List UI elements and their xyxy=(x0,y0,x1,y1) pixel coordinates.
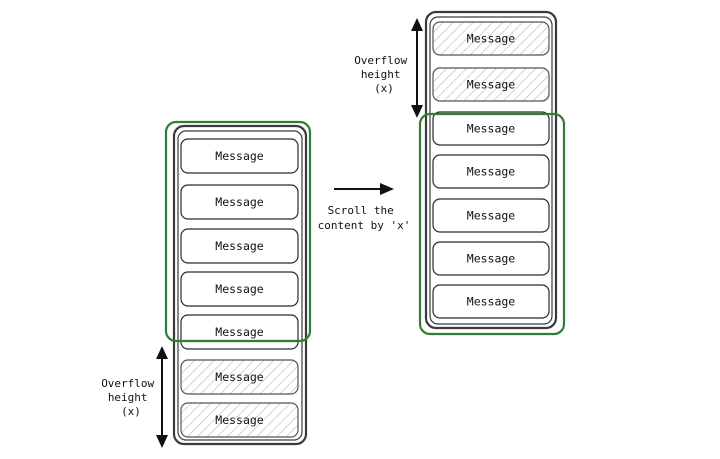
scroll-arrow-head xyxy=(380,183,394,195)
message-label: Message xyxy=(467,78,516,92)
right-content-outline xyxy=(424,10,558,330)
left-overflow-label: Overflow height (x) xyxy=(101,377,161,418)
right-content-inner xyxy=(429,16,553,325)
message-box xyxy=(432,111,550,146)
right-message-list: MessageMessageMessageMessageMessageMessa… xyxy=(432,21,550,319)
message-card: Message xyxy=(432,111,550,146)
message-card: Message xyxy=(432,154,550,189)
message-label: Message xyxy=(467,252,516,266)
right-overflow-label: Overflow height (x) xyxy=(354,54,414,95)
message-label: Message xyxy=(215,325,264,339)
message-label: Message xyxy=(467,122,516,136)
left-viewport-frame xyxy=(164,120,312,343)
message-label: Message xyxy=(467,209,516,223)
right-viewport-frame xyxy=(418,112,566,336)
message-label: Message xyxy=(215,195,264,209)
message-label: Message xyxy=(467,295,516,309)
overflow-label-line-2: height xyxy=(361,68,401,81)
left-content-outline xyxy=(172,124,308,446)
message-card: Message xyxy=(180,184,299,220)
overflow-label-line-2: height xyxy=(108,391,148,404)
message-box xyxy=(180,271,299,307)
left-overflow-arrow xyxy=(156,346,168,448)
message-box xyxy=(432,241,550,276)
overflow-label-line-1: Overflow xyxy=(354,54,407,67)
message-box xyxy=(432,154,550,189)
message-label: Message xyxy=(467,165,516,179)
overflow-label-line-3: (x) xyxy=(121,405,141,418)
message-box xyxy=(432,198,550,233)
scroll-label-line-2: content by 'x' xyxy=(318,219,411,232)
right-panel: MessageMessageMessageMessageMessageMessa… xyxy=(354,10,566,336)
overflow-message-box xyxy=(180,359,299,395)
message-label: Message xyxy=(215,413,264,427)
message-box xyxy=(180,184,299,220)
message-card: Message xyxy=(180,271,299,307)
message-card: Message xyxy=(180,314,299,350)
message-card: Message xyxy=(432,67,550,102)
message-label: Message xyxy=(215,282,264,296)
message-label: Message xyxy=(215,370,264,384)
overflow-message-box xyxy=(180,402,299,438)
overflow-label-line-1: Overflow xyxy=(101,377,154,390)
message-card: Message xyxy=(432,21,550,56)
message-card: Message xyxy=(432,241,550,276)
overflow-message-box xyxy=(432,21,550,56)
left-content-inner xyxy=(177,130,303,441)
message-card: Message xyxy=(432,284,550,319)
scroll-transition: Scroll the content by 'x' xyxy=(318,183,411,232)
message-card: Message xyxy=(432,198,550,233)
left-message-list: MessageMessageMessageMessageMessageMessa… xyxy=(180,138,299,438)
overflow-message-box xyxy=(432,67,550,102)
message-box xyxy=(180,138,299,174)
scroll-label-line-1: Scroll the xyxy=(328,204,394,217)
message-card: Message xyxy=(180,359,299,395)
message-label: Message xyxy=(467,32,516,46)
message-label: Message xyxy=(215,239,264,253)
message-label: Message xyxy=(215,149,264,163)
message-box xyxy=(180,228,299,264)
scroll-label: Scroll the content by 'x' xyxy=(318,204,411,232)
message-card: Message xyxy=(180,402,299,438)
message-box xyxy=(432,284,550,319)
message-card: Message xyxy=(180,228,299,264)
left-panel: MessageMessageMessageMessageMessageMessa… xyxy=(101,120,312,448)
overflow-label-line-3: (x) xyxy=(374,82,394,95)
message-card: Message xyxy=(180,138,299,174)
right-overflow-arrow xyxy=(411,18,423,118)
